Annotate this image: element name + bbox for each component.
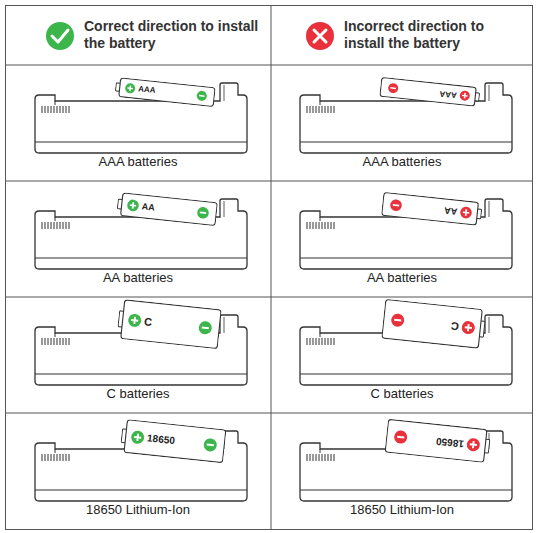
plus-icon xyxy=(128,313,142,327)
minus-icon xyxy=(198,321,212,335)
cell-caption: 18650 Lithium-Ion xyxy=(282,502,522,518)
battery-body xyxy=(121,193,218,226)
minus-icon xyxy=(391,313,405,327)
minus-sign xyxy=(393,204,399,206)
minus-sign xyxy=(394,319,401,322)
minus-sign xyxy=(390,87,395,89)
battery-body xyxy=(382,299,482,348)
cell-caption: C batteries xyxy=(282,386,522,402)
column-header: Correct direction to install the battery xyxy=(84,18,262,52)
battery-label: AAA xyxy=(439,83,458,105)
plus-sign xyxy=(134,433,142,441)
cross-icon xyxy=(306,22,334,50)
plus-icon xyxy=(466,438,480,452)
battery-label: AA xyxy=(443,198,458,223)
battery-label: AA xyxy=(140,194,155,219)
minus-icon xyxy=(203,438,217,452)
minus-sign xyxy=(200,212,206,214)
plus-icon xyxy=(459,90,470,101)
battery-label: AAA xyxy=(137,79,156,101)
battery-body xyxy=(119,78,215,107)
charger-illustration xyxy=(35,431,247,501)
minus-icon xyxy=(390,199,403,212)
check-mark xyxy=(52,30,68,42)
plus-icon xyxy=(461,320,475,334)
battery-label: 18650 xyxy=(145,421,176,458)
battery-body xyxy=(380,77,476,106)
plus-icon xyxy=(460,206,473,219)
plus-sign xyxy=(464,324,472,332)
plus-sign xyxy=(131,316,139,324)
cell-caption: AAA batteries xyxy=(282,154,522,170)
battery-label: 18650 xyxy=(434,424,465,461)
table-rule xyxy=(6,413,533,414)
battery-body xyxy=(121,300,221,349)
table-rule xyxy=(6,181,533,182)
minus-sign xyxy=(207,444,214,447)
plus-sign xyxy=(469,441,477,449)
plus-icon xyxy=(131,430,145,444)
minus-icon xyxy=(388,83,399,94)
plus-sign xyxy=(463,209,470,216)
check-icon xyxy=(46,22,74,50)
table-rule xyxy=(6,297,533,298)
column-header: Incorrect direction to install the batte… xyxy=(344,18,522,52)
cross-mark xyxy=(314,30,326,42)
table-rule xyxy=(271,6,272,530)
minus-icon xyxy=(394,430,408,444)
minus-sign xyxy=(397,436,404,439)
plus-icon xyxy=(127,199,140,212)
minus-icon xyxy=(197,206,210,219)
battery-body xyxy=(385,419,487,462)
battery-body xyxy=(124,420,226,463)
cell-caption: AA batteries xyxy=(282,270,522,286)
minus-sign xyxy=(202,326,209,329)
plus-sign xyxy=(462,93,468,99)
plus-sign xyxy=(127,85,133,91)
cell-caption: AA batteries xyxy=(18,270,258,286)
battery-body xyxy=(382,192,479,225)
plus-icon xyxy=(125,83,136,94)
table-rule xyxy=(6,65,533,66)
cell-caption: 18650 Lithium-Ion xyxy=(18,502,258,518)
plus-sign xyxy=(129,202,136,209)
cell-caption: AAA batteries xyxy=(18,154,258,170)
minus-icon xyxy=(196,90,207,101)
table-border xyxy=(6,6,533,530)
cell-caption: C batteries xyxy=(18,386,258,402)
minus-sign xyxy=(199,95,204,97)
